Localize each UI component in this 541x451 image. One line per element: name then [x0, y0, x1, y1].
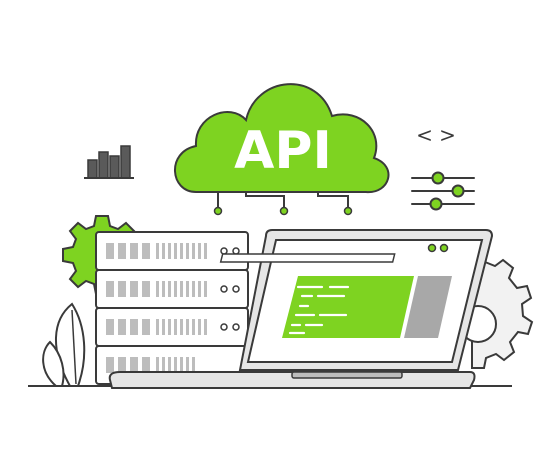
gear-right-icon	[459, 245, 534, 369]
laptop-side-panel	[404, 276, 452, 338]
sliders-icon	[411, 171, 475, 211]
code-brackets-icon: < >	[416, 123, 456, 147]
bar-chart-icon	[84, 145, 134, 179]
cloud-icon: API	[174, 83, 390, 216]
laptop-code-panel	[282, 276, 414, 338]
laptop-icon	[108, 229, 494, 389]
leaf-icon	[42, 302, 86, 387]
api-label: API	[234, 121, 332, 181]
code-symbol: < >	[416, 123, 456, 147]
